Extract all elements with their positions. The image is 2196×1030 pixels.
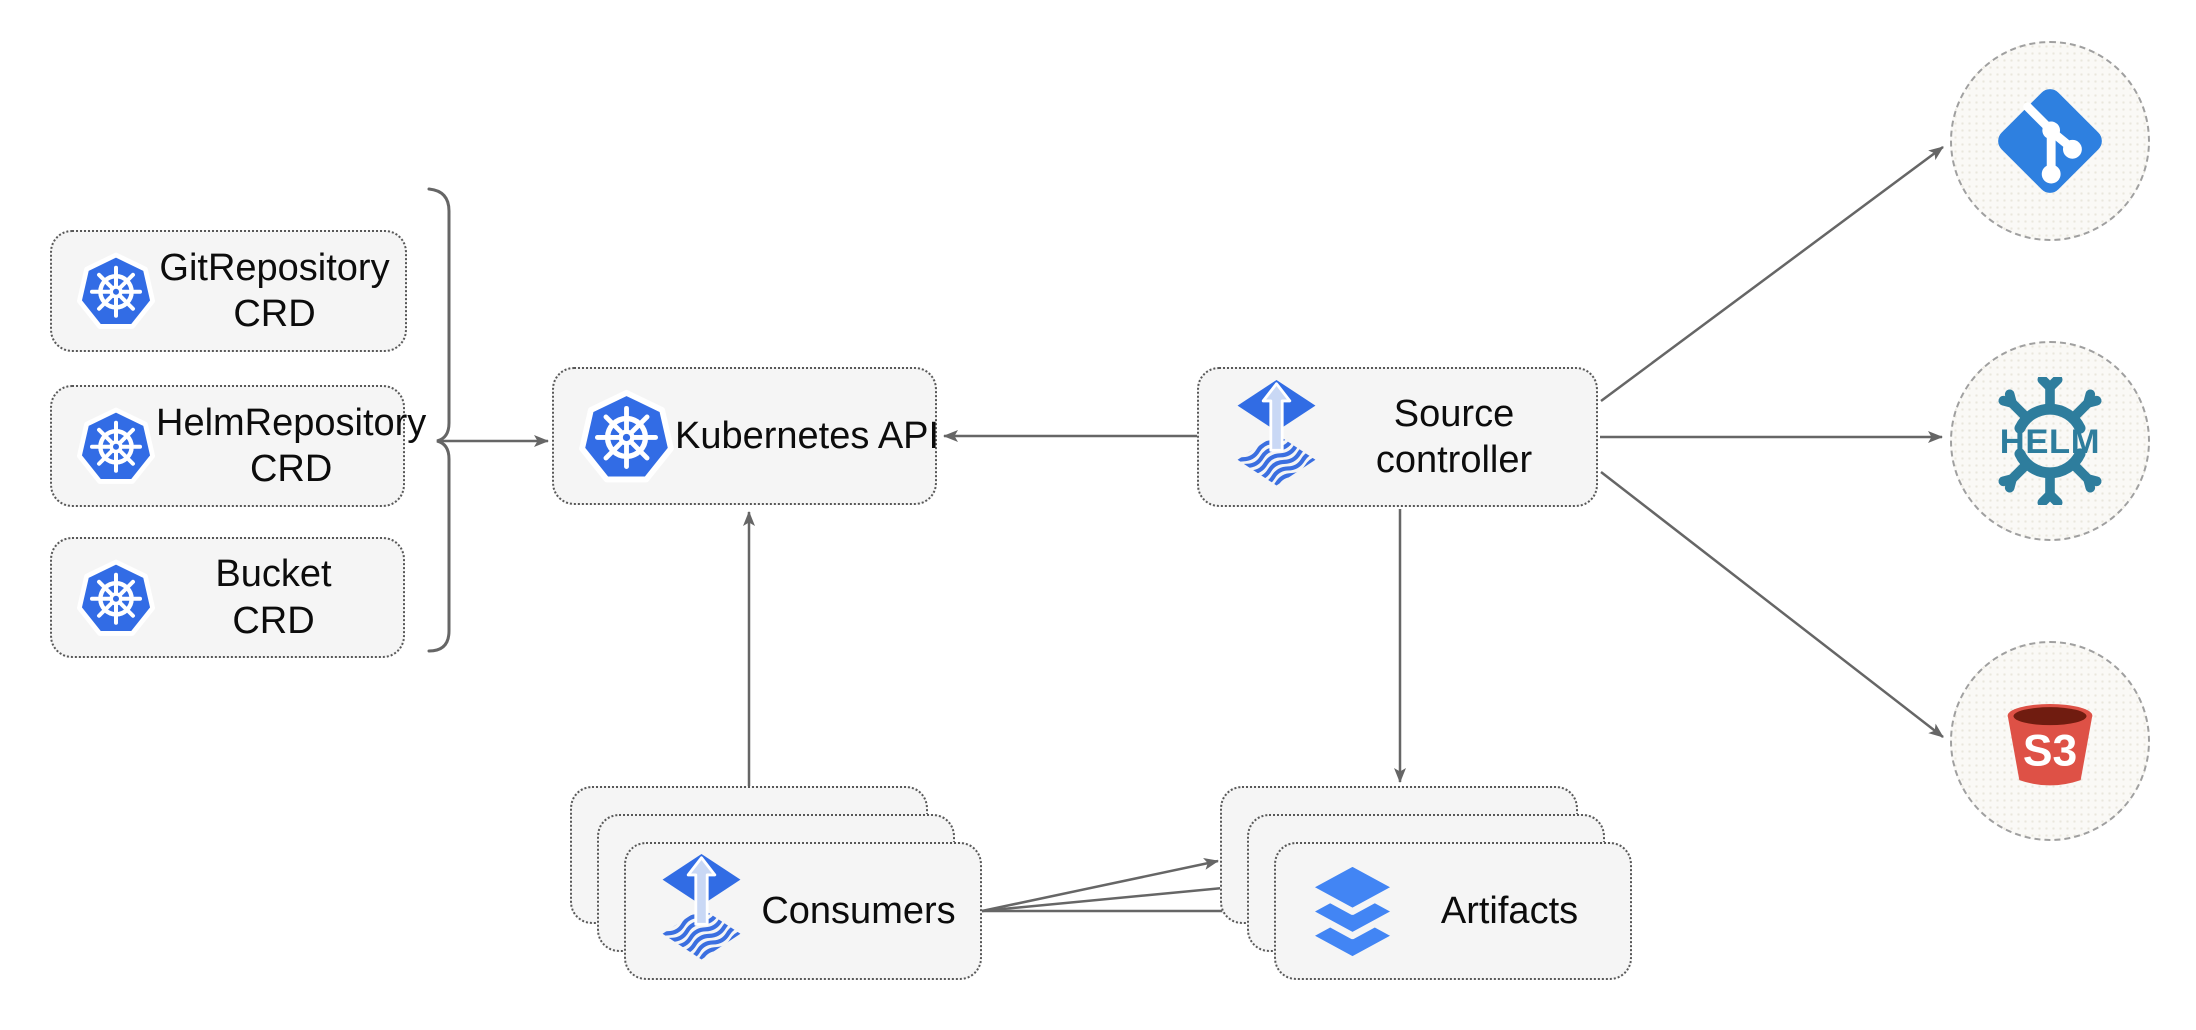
node-artifacts: Artifacts <box>1274 842 1632 980</box>
node-gitrepository-crd: GitRepository CRD <box>50 230 407 352</box>
node-label: Artifacts <box>1440 889 1579 932</box>
git-icon <box>1991 82 2109 200</box>
kubernetes-icon <box>76 406 156 486</box>
flux-icon <box>654 852 749 970</box>
connector-source-to-git <box>1600 145 1944 403</box>
endpoint-git <box>1950 41 2150 241</box>
connector-source-to-s3 <box>1600 471 1944 738</box>
s3-label: S3 <box>2023 726 2077 775</box>
connector-consumers-to-artifacts-1 <box>981 858 1219 913</box>
crd-group-bracket <box>427 187 451 653</box>
node-label: Kubernetes API <box>675 414 940 457</box>
node-label: Source controller <box>1375 392 1533 481</box>
node-consumers: Consumers <box>624 842 982 980</box>
node-source-controller: Source controller <box>1197 367 1598 507</box>
connector-consumers-to-artifacts-2 <box>981 881 1245 913</box>
helm-label: HELM <box>2000 423 2100 461</box>
kubernetes-icon <box>76 558 156 638</box>
kubernetes-icon <box>578 388 675 485</box>
node-label: HelmRepository CRD <box>156 401 427 490</box>
node-label: Bucket CRD <box>215 553 332 642</box>
node-bucket-crd: Bucket CRD <box>50 537 405 658</box>
node-label: Consumers <box>761 889 956 932</box>
s3-bucket-icon: S3 <box>1995 688 2105 794</box>
kubernetes-icon <box>76 251 156 331</box>
node-helmrepository-crd: HelmRepository CRD <box>50 385 426 507</box>
endpoint-helm: HELM <box>1950 341 2150 541</box>
helm-icon: HELM <box>1986 377 2114 505</box>
node-label: GitRepository CRD <box>159 246 390 335</box>
flux-icon <box>1229 378 1324 496</box>
node-kubernetes-api: Kubernetes API <box>552 367 939 505</box>
endpoint-s3: S3 <box>1950 641 2150 841</box>
layers-icon <box>1304 860 1401 962</box>
